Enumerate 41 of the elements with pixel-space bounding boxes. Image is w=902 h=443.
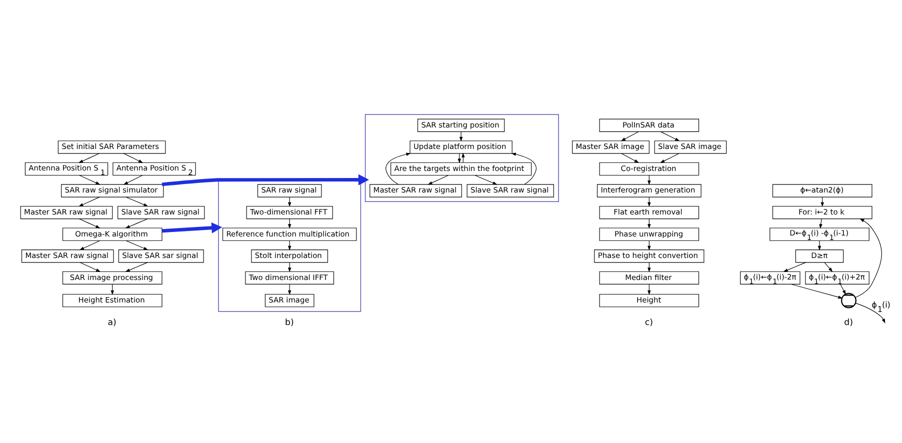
- arrow: [458, 152, 461, 163]
- arrow: [162, 174, 369, 186]
- arrow: [79, 240, 100, 250]
- arrow: [648, 196, 651, 206]
- arrow: [80, 262, 101, 272]
- arrow: [840, 284, 846, 294]
- arrow: [660, 130, 680, 141]
- arrow: [123, 152, 144, 162]
- arrow: [123, 174, 143, 184]
- arrow: [126, 240, 148, 250]
- arrow: [162, 222, 222, 233]
- arrow: [125, 262, 148, 272]
- label: c): [644, 318, 653, 328]
- label: a): [108, 318, 116, 328]
- arrow: [824, 262, 833, 272]
- label: d): [844, 318, 853, 328]
- arrow: [511, 152, 537, 184]
- arrow: [126, 196, 148, 206]
- arrow: [855, 218, 882, 298]
- arrow: [783, 262, 806, 272]
- arrow: [459, 131, 463, 142]
- arrow: [855, 302, 886, 323]
- arrow: [820, 196, 824, 206]
- cluster: [218, 178, 362, 312]
- cluster: [364, 114, 559, 202]
- arrow: [660, 152, 680, 162]
- arrow: [462, 152, 465, 162]
- arrow: [78, 152, 100, 162]
- label: b): [284, 318, 294, 328]
- arrow: [288, 196, 292, 206]
- arrow: [621, 152, 640, 162]
- arrow: [78, 218, 100, 228]
- arrow: [474, 174, 498, 184]
- arrow: [428, 174, 449, 184]
- arrow: [790, 283, 843, 298]
- arrow: [125, 218, 148, 228]
- arrow: [78, 196, 100, 206]
- arrow: [819, 218, 822, 228]
- arrow: [620, 130, 639, 141]
- arrow: [78, 174, 100, 184]
- arrow: [818, 240, 822, 250]
